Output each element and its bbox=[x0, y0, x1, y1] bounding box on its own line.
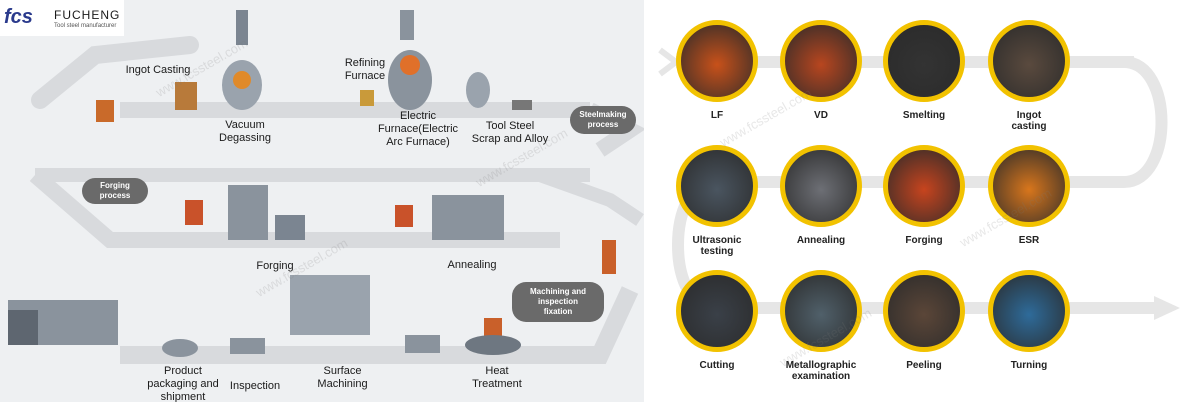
step-label: VD bbox=[814, 110, 828, 121]
label-annealing: Annealing bbox=[447, 259, 497, 271]
label-inspection: Inspection bbox=[229, 380, 281, 392]
step-label: Ingot casting bbox=[1011, 110, 1047, 132]
conveyor-paths bbox=[8, 10, 644, 364]
step-label: LF bbox=[710, 110, 724, 121]
label-refining-furnace: Refining Furnace bbox=[344, 57, 386, 82]
annealing-photo-icon bbox=[780, 145, 862, 227]
fucheng-logo: fcs FUCHENG Tool steel manufacturer bbox=[0, 0, 124, 36]
label-electric-furnace: Electric Furnace(Electric Arc Furnace) bbox=[377, 110, 459, 148]
step-label: Cutting bbox=[699, 360, 735, 371]
label-forging: Forging bbox=[256, 260, 294, 272]
peeling-photo-icon bbox=[883, 270, 965, 352]
vacuum-degassing-photo-icon bbox=[780, 20, 862, 102]
step-label: Metallographic examination bbox=[785, 360, 857, 382]
label-product-packaging: Product packaging and shipment bbox=[147, 365, 219, 402]
pill-machining-inspection: Machining and inspection fixation bbox=[512, 282, 604, 322]
pill-forging-process: Forging process bbox=[82, 178, 148, 204]
pill-steelmaking-process: Steelmaking process bbox=[570, 106, 636, 134]
brand-name: FUCHENG bbox=[54, 8, 121, 22]
label-heat-treatment: Heat Treatment bbox=[472, 365, 522, 390]
panel-divider bbox=[644, 0, 654, 402]
smelting-photo-icon bbox=[883, 20, 965, 102]
label-vacuum-degassing: Vacuum Degassing bbox=[219, 119, 271, 144]
step-label: Smelting bbox=[902, 110, 946, 121]
ingot-casting-photo-icon bbox=[988, 20, 1070, 102]
forging-photo-icon bbox=[883, 145, 965, 227]
step-label: Turning bbox=[1010, 360, 1048, 371]
metallographic-photo-icon bbox=[780, 270, 862, 352]
cutting-photo-icon bbox=[676, 270, 758, 352]
label-surface-machining: Surface Machining bbox=[317, 365, 368, 390]
label-ingot-casting: Ingot Casting bbox=[125, 64, 191, 76]
production-process-illustration: fcs FUCHENG Tool steel manufacturer bbox=[0, 0, 644, 402]
step-label: ESR bbox=[1018, 235, 1040, 246]
step-label: Annealing bbox=[796, 235, 846, 246]
turning-photo-icon bbox=[988, 270, 1070, 352]
step-label: Peeling bbox=[906, 360, 942, 371]
step-label: Forging bbox=[905, 235, 943, 246]
ultrasonic-testing-photo-icon bbox=[676, 145, 758, 227]
step-label: Ultrasonic testing bbox=[692, 235, 742, 257]
ladle-furnace-photo-icon bbox=[676, 20, 758, 102]
brand-tagline: Tool steel manufacturer bbox=[54, 23, 117, 29]
fcs-logo-mark: fcs bbox=[4, 6, 33, 28]
label-tool-steel-scrap: Tool Steel Scrap and Alloy bbox=[471, 120, 549, 145]
esr-photo-icon bbox=[988, 145, 1070, 227]
